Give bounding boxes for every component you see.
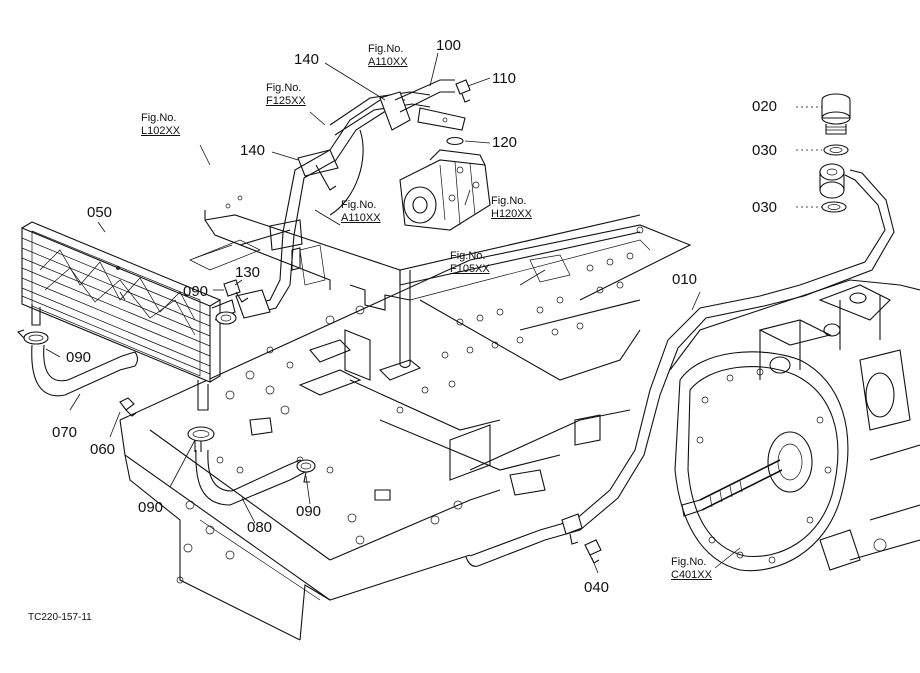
part-label-120: 120 [492, 134, 518, 151]
part-label-070: 070 [52, 424, 78, 441]
part-label-100: 100 [436, 37, 462, 54]
part-label-140-left: 140 [240, 142, 266, 159]
figure-ref-prefix: Fig.No. [491, 195, 527, 207]
part-label-110: 110 [492, 70, 516, 87]
part-label-080: 080 [247, 519, 273, 536]
o-ring-120 [446, 136, 464, 146]
figure-ref-prefix: Fig.No. [671, 556, 707, 568]
pipe-100 [329, 79, 466, 216]
frame-plate [119, 195, 692, 641]
figure-ref-code: F105XX [450, 262, 490, 275]
part-label-090-upper: 090 [183, 283, 209, 300]
hose-080 [195, 449, 307, 506]
part-label-010: 010 [672, 271, 698, 288]
part-label-130: 130 [235, 264, 261, 281]
part-label-060: 060 [90, 441, 116, 458]
figure-ref-prefix: Fig.No. [450, 250, 486, 262]
figure-ref-code: A110XX [341, 211, 381, 224]
transmission-case [669, 279, 920, 572]
figure-ref-c401: Fig.No. C401XX [671, 556, 712, 581]
figure-ref-prefix: Fig.No. [341, 199, 377, 211]
figure-ref-h120: Fig.No. H120XX [491, 195, 532, 220]
part-label-050: 050 [87, 204, 113, 221]
figure-ref-a110-top: Fig.No. A110XX [368, 43, 408, 68]
figure-ref-prefix: Fig.No. [141, 112, 177, 124]
figure-ref-l102: Fig.No. L102XX [141, 112, 180, 137]
part-label-090-left: 090 [66, 349, 92, 366]
figure-ref-f125: Fig.No. F125XX [266, 82, 306, 107]
oil-pipe-140 [235, 99, 406, 319]
figure-ref-code: C401XX [671, 568, 712, 581]
washer-030-upper [823, 144, 849, 156]
hose-clamp-090-center [187, 426, 215, 452]
figure-ref-code: L102XX [141, 124, 181, 137]
part-label-030-upper: 030 [752, 142, 778, 159]
figure-ref-prefix: Fig.No. [368, 43, 404, 55]
figure-ref-f105: Fig.No. F105XX [450, 250, 490, 275]
part-label-090-center: 090 [138, 499, 164, 516]
leader-lines [45, 52, 822, 574]
figure-ref-prefix: Fig.No. [266, 82, 302, 94]
drawing-number: TC220-157-11 [28, 612, 92, 623]
part-label-020: 020 [752, 98, 778, 115]
plug-020 [821, 93, 851, 135]
part-label-090-right: 090 [296, 503, 322, 520]
hydraulic-pump [399, 149, 491, 231]
figure-ref-code: A110XX [368, 55, 408, 68]
banjo-fitting [819, 163, 845, 199]
hose-070 [31, 344, 139, 397]
hose-clamp-090-left [16, 329, 49, 345]
figure-ref-code: H120XX [491, 207, 532, 220]
part-label-040: 040 [584, 579, 610, 596]
oil-cooler [21, 221, 236, 411]
return-pipe-010 [465, 169, 895, 567]
bolt-060 [119, 397, 137, 417]
figure-ref-a110-mid: Fig.No. A110XX [341, 199, 381, 224]
hose-clamp-090-upper [215, 311, 237, 325]
bolt-040 [584, 539, 602, 564]
bolt-110 [455, 79, 471, 103]
part-label-030-lower: 030 [752, 199, 778, 216]
washer-030-lower [821, 201, 847, 213]
hose-clamp-090-right [296, 459, 316, 483]
part-label-140-top: 140 [294, 51, 320, 68]
figure-ref-code: F125XX [266, 94, 306, 107]
